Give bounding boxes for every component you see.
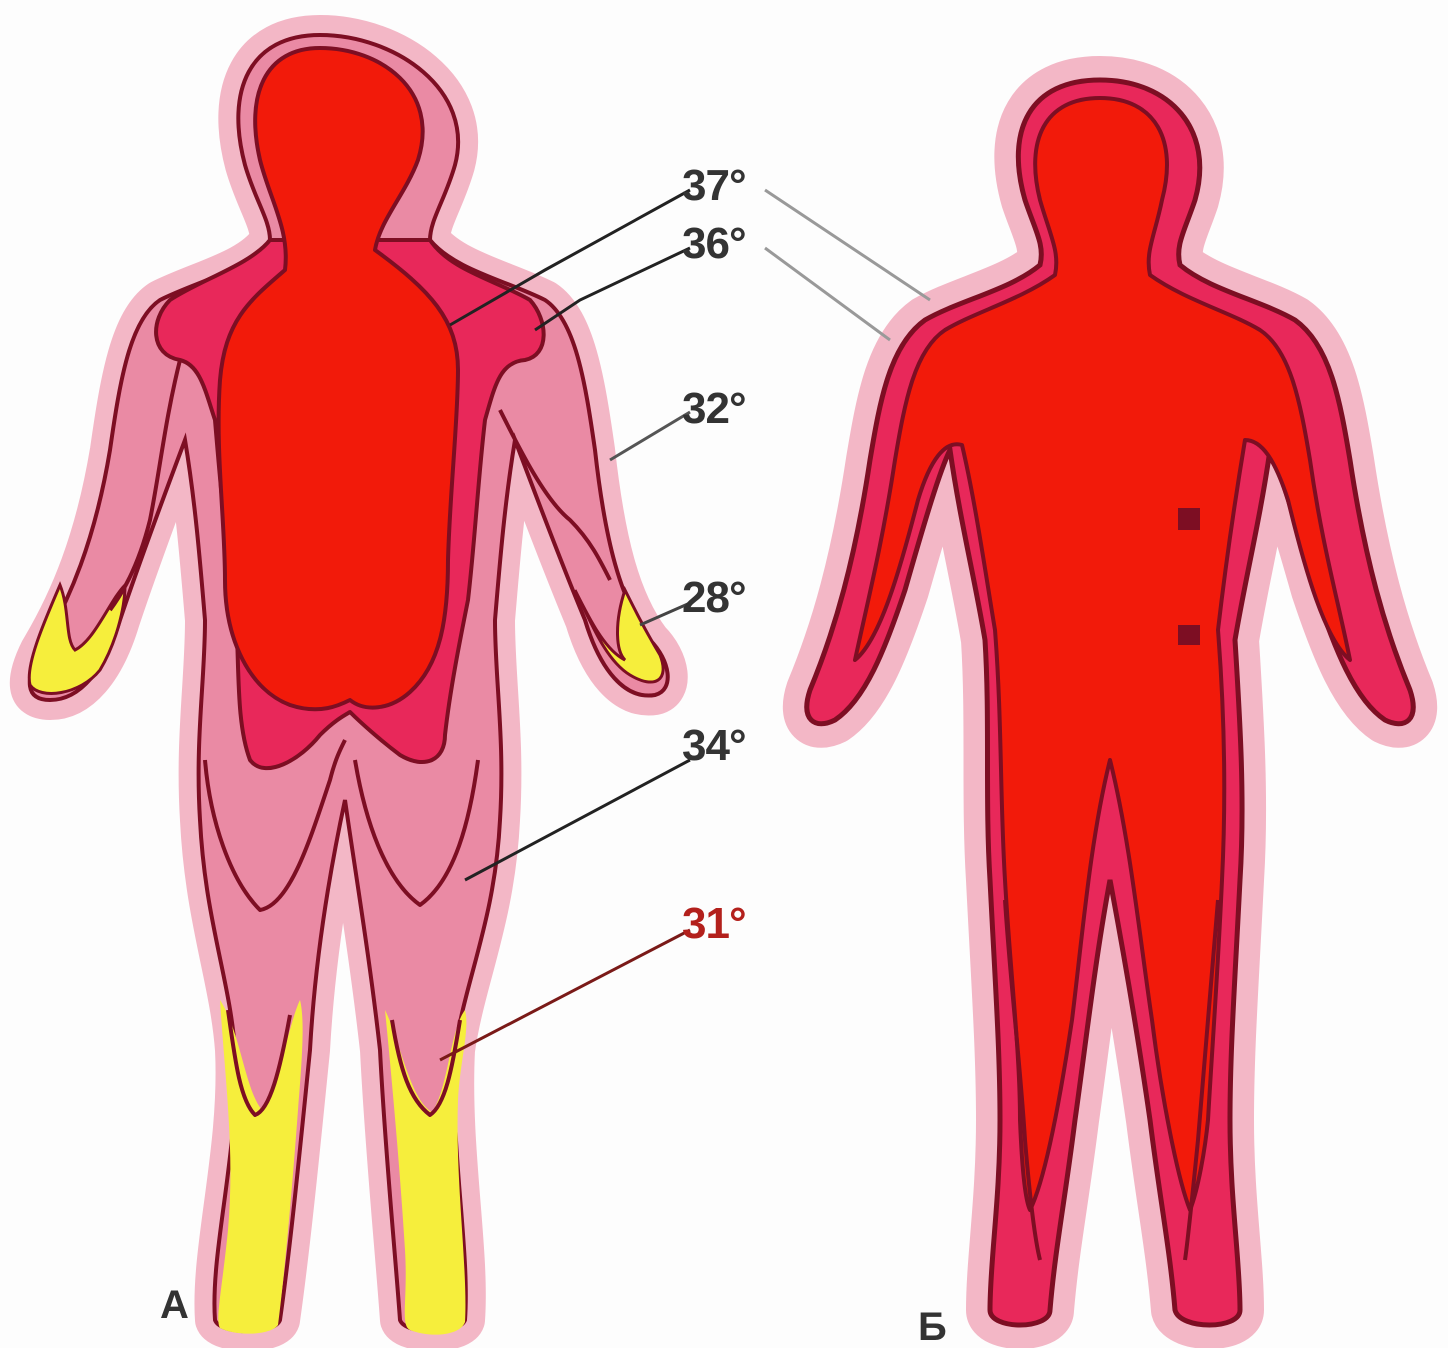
temperature-labels: 37° 36° 32° 28° 34° 31°: [682, 161, 746, 948]
figure-b-label: Б: [918, 1305, 947, 1348]
label-28: 28°: [682, 573, 746, 622]
label-37: 37°: [682, 161, 746, 210]
label-36: 36°: [682, 219, 746, 268]
figure-a: [29, 35, 668, 1335]
figure-b: [807, 80, 1413, 1325]
figure-b-mark-upper: [1178, 508, 1200, 530]
leader-37-b: [765, 190, 930, 300]
figure-a-label: А: [160, 1283, 189, 1327]
leader-32: [610, 412, 690, 460]
label-31: 31°: [682, 899, 746, 948]
label-32: 32°: [682, 384, 746, 433]
label-34: 34°: [682, 721, 746, 770]
figure-b-mark-lower: [1178, 625, 1200, 645]
